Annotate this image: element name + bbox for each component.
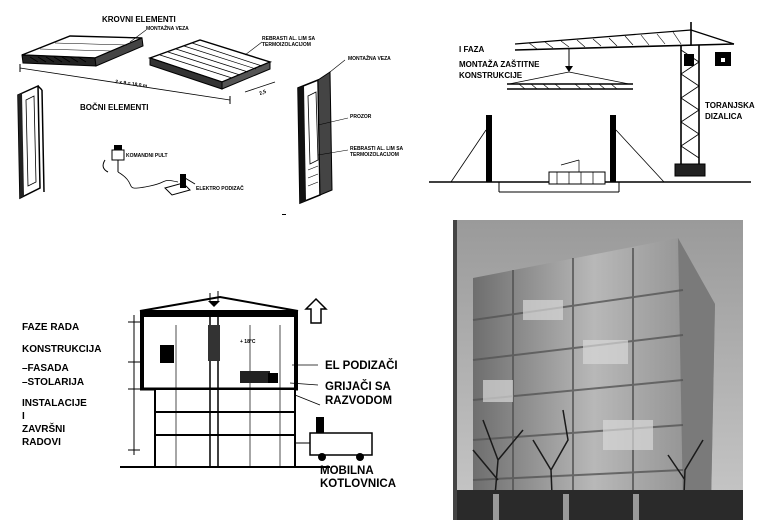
label-el-podizaci: EL PODIZAČI — [325, 359, 398, 372]
phase-dimension — [128, 315, 140, 455]
label-instalacije: INSTALACIJE — [22, 398, 87, 409]
label-rebrasti-1a: REBRASTI AL. LIM SA — [262, 36, 316, 42]
roof-ribbed-element — [147, 39, 273, 90]
label-krovni: KROVNI ELEMENTI — [102, 15, 176, 24]
mobile-boiler — [295, 417, 373, 461]
side-element-left — [17, 84, 45, 200]
label-montazna-1: MONTAŽNA VEZA — [146, 24, 189, 32]
label-montaza-1: MONTAŽA ZAŠTITNE — [459, 60, 540, 69]
label-faza: I FAZA — [459, 45, 485, 54]
control-panel-icon — [102, 145, 125, 173]
label-toranjska-1: TORANJSKA — [705, 101, 755, 110]
label-stolarija: –STOLARIJA — [22, 377, 84, 388]
label-kotlovnica: KOTLOVNICA — [320, 478, 396, 490]
label-komandni: KOMANDNI PULT — [126, 153, 168, 159]
dim-long: 2 x 9 = 18,0 m — [115, 79, 148, 90]
roof-truss-element — [21, 35, 144, 67]
label-prozor: PROZOR — [350, 114, 372, 120]
side-element-right — [297, 71, 333, 205]
label-i: I — [22, 411, 25, 422]
panel-work-phases: + 18°C FAZE RADA KONSTRUKCIJA –FASADA –S… — [22, 291, 398, 490]
electric-lifter-icon — [164, 174, 196, 196]
label-rebrasti-2a: REBRASTI AL. LIM SA — [350, 146, 404, 152]
label-zavrsni: ZAVRŠNI — [22, 422, 65, 435]
label-grijaci-2: RAZVODOM — [325, 395, 392, 407]
suspended-truss — [507, 48, 633, 90]
panel-crane-assembly: I FAZA MONTAŽA ZAŠTITNE KONSTRUKCIJE TOR… — [429, 22, 755, 193]
tower-crane — [514, 22, 735, 177]
label-konstrukcija: KONSTRUKCIJA — [22, 344, 101, 355]
label-elektro: ELEKTRO PODIZAČ — [196, 185, 244, 192]
label-montazna-2: MONTAŽNA VEZA — [348, 54, 391, 62]
label-mobilna: MOBILNA — [320, 465, 374, 477]
dim-short: 2,5 — [259, 89, 268, 97]
up-arrow-icon — [304, 297, 328, 324]
ground-and-walls — [429, 115, 751, 193]
label-rebrasti-1b: TERMOIZOLACIJOM — [262, 42, 311, 48]
label-grijaci-1: GRIJAČI SA — [325, 380, 391, 393]
label-rebrasti-2b: TERMOIZOLACIJOM — [350, 152, 399, 158]
temp-label: + 18°C — [240, 339, 256, 345]
label-bocni: BOČNI ELEMENTI — [80, 103, 148, 112]
construction-photo — [453, 220, 743, 520]
panel-prefab-elements: 2 x 9 = 18,0 m 2,5 — [17, 15, 404, 215]
label-toranjska-2: DIZALICA — [705, 112, 743, 121]
label-montaza-2: KONSTRUKCIJE — [459, 71, 523, 80]
label-radovi: RADOVI — [22, 437, 61, 448]
dimension-line — [19, 64, 276, 104]
label-fasada: –FASADA — [22, 363, 69, 374]
label-faze: FAZE RADA — [22, 322, 79, 333]
building-section — [120, 317, 330, 468]
